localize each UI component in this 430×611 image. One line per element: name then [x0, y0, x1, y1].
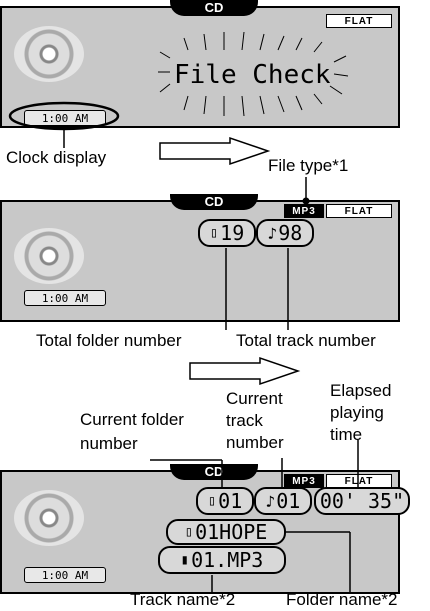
source-label: CD: [204, 194, 224, 209]
music-note-icon: ♪: [265, 491, 276, 511]
total-folder-value: 19: [220, 221, 245, 245]
cd-disc-icon: [14, 26, 84, 82]
total-track-box: ♪98: [256, 219, 314, 247]
current-folder-number-label: Current folder number: [80, 410, 184, 453]
display-panel-2: 1:00 AM MP3 FLAT: [0, 200, 400, 322]
total-track-number-label: Total track number: [236, 331, 376, 350]
folder-icon: ▯: [209, 225, 219, 241]
current-track-box: ♪01: [254, 487, 312, 515]
folder-icon: ▯: [184, 524, 194, 540]
source-tab-cd: CD: [170, 194, 258, 210]
folder-name-value: 01HOPE: [195, 520, 268, 544]
elapsed-playing-time-label: Elapsed playing time: [330, 381, 392, 444]
file-check-rays: [158, 31, 349, 117]
total-folder-number-label: Total folder number: [36, 331, 182, 350]
source-label: CD: [204, 464, 224, 479]
down-arrow-1: [159, 136, 271, 166]
clock-display: 1:00 AM: [24, 290, 106, 306]
down-arrow-2: [189, 356, 301, 386]
file-type-label: File type*1: [268, 156, 349, 175]
sound-mode-badge: FLAT: [326, 204, 392, 218]
source-label: CD: [204, 0, 224, 15]
clock-highlight-ring: [8, 101, 120, 131]
source-tab-cd: CD: [170, 464, 258, 480]
file-icon: ▮: [180, 552, 190, 568]
track-name-box: ▮01.MP3: [158, 546, 286, 574]
cd-disc-icon: [14, 228, 84, 284]
cd-disc-icon: [14, 490, 84, 546]
clock-display: 1:00 AM: [24, 110, 106, 126]
folder-icon: ▯: [207, 493, 217, 509]
file-type-badge: MP3: [284, 204, 324, 218]
music-note-icon: ♪: [267, 223, 278, 243]
source-tab-cd: CD: [170, 0, 258, 16]
clock-display-label: Clock display: [6, 148, 107, 167]
sound-mode-badge: FLAT: [326, 14, 392, 28]
file-type-dot: [302, 197, 310, 205]
current-folder-box: ▯01: [196, 487, 254, 515]
file-check-message: File Check: [174, 60, 331, 90]
folder-name-label: Folder name*2: [286, 590, 398, 609]
track-name-value: 01.MP3: [191, 548, 264, 572]
folder-name-box: ▯01HOPE: [166, 519, 286, 545]
total-track-value: 98: [278, 221, 303, 245]
current-track-value: 01: [276, 489, 301, 513]
current-folder-value: 01: [218, 489, 243, 513]
display-panel-1: 1:00 AM File Check FLAT: [0, 6, 400, 128]
track-name-label: Track name*2: [130, 590, 236, 609]
clock-display: 1:00 AM: [24, 567, 106, 583]
current-track-number-label: Current track number: [226, 389, 284, 452]
file-type-badge: MP3: [284, 474, 324, 488]
total-folder-box: ▯19: [198, 219, 256, 247]
elapsed-time-box: 00' 35": [314, 487, 410, 515]
